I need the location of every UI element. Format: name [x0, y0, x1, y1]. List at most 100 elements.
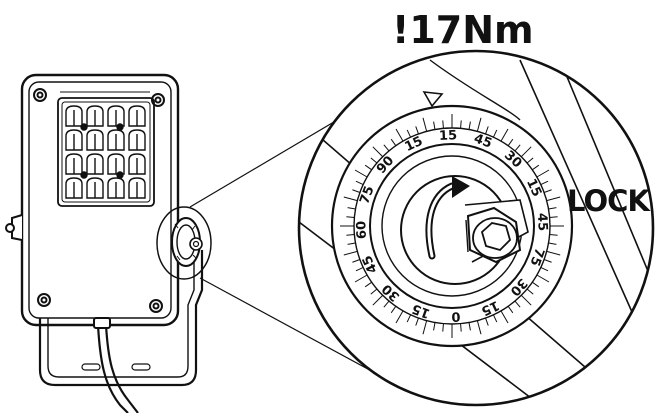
dial-tick	[540, 180, 549, 186]
dial-tick	[354, 169, 368, 178]
dial-tick	[415, 126, 419, 135]
dial-tick	[543, 259, 552, 263]
led-lens	[65, 177, 83, 199]
dial-tick	[531, 281, 540, 288]
dial-tick	[460, 323, 462, 332]
clockwise-arrow-icon	[425, 176, 470, 260]
led-lens	[65, 129, 83, 151]
dial-tick	[543, 189, 552, 193]
dial-tick	[372, 294, 384, 306]
dial-tick	[354, 274, 368, 283]
led-lens-grid	[65, 105, 146, 199]
led-lens	[86, 129, 104, 151]
dial-tick	[468, 121, 471, 130]
triangle-pointer-icon	[422, 91, 444, 108]
dial-tick	[364, 164, 373, 171]
dial-tick	[372, 146, 384, 158]
led-lens	[107, 129, 125, 151]
dial-tick	[460, 120, 462, 129]
dial-tick	[520, 146, 532, 158]
torque-value-label: !17Nm	[392, 8, 534, 52]
dial-tick	[433, 121, 436, 130]
dial-scale-number: 45	[472, 131, 494, 151]
dial-tick	[370, 157, 378, 164]
dial-tick	[370, 288, 378, 295]
dial-tick	[347, 242, 356, 245]
dial-tick	[500, 310, 509, 324]
dial-tick	[383, 144, 390, 152]
led-lens	[128, 177, 146, 199]
led-lens	[86, 153, 104, 175]
bracket-slot	[81, 363, 151, 371]
floodlight-fixture	[5, 73, 212, 414]
dial-tick	[352, 259, 361, 263]
dial-tick	[549, 234, 558, 236]
dial-tick	[500, 128, 509, 142]
led-screw	[80, 171, 88, 179]
led-lens	[65, 105, 83, 127]
dial-scale-number: 15	[410, 300, 432, 320]
lock-label: LOCK	[567, 184, 650, 218]
dial-tick	[549, 216, 558, 218]
dial-tick	[347, 207, 356, 210]
mounting-bracket	[38, 250, 204, 387]
dial-tick	[395, 310, 404, 324]
dial-tick	[485, 317, 489, 326]
dial-tick	[433, 322, 436, 331]
dial-tick	[406, 314, 412, 323]
hex-socket-bolt-icon	[465, 206, 522, 264]
corner-screw-icon	[33, 88, 165, 313]
dial-scale-number: 0	[451, 308, 461, 323]
led-lens	[107, 153, 125, 175]
dial-tick	[422, 320, 428, 335]
dial-tick	[346, 216, 355, 218]
dial-tick	[476, 320, 482, 335]
dial-tick	[507, 305, 514, 314]
dial-tick	[442, 120, 444, 129]
dial-tick	[507, 138, 514, 147]
dial-tick	[540, 266, 549, 272]
led-lens	[128, 129, 146, 151]
dial-tick	[492, 314, 498, 323]
dial-scale-number: 75	[526, 246, 546, 268]
led-screw	[80, 123, 88, 131]
dial-tick	[468, 322, 471, 331]
dial-tick	[395, 128, 404, 142]
power-cable	[96, 324, 129, 414]
zoom-source-circle	[156, 206, 212, 280]
dial-tick	[476, 117, 482, 132]
dial-tick	[526, 288, 534, 295]
led-lens	[107, 105, 125, 127]
dial-tick	[355, 180, 364, 186]
dial-tick	[536, 169, 550, 178]
dial-scale-number: 75	[357, 184, 377, 206]
dial-tick	[514, 300, 521, 308]
led-screw	[116, 123, 124, 131]
dial-tick	[355, 266, 364, 272]
led-lens	[86, 177, 104, 199]
dial-tick	[352, 189, 361, 193]
dial-tick	[415, 317, 419, 326]
dial-tick	[442, 323, 444, 332]
dial-tick	[548, 242, 557, 245]
dial-tick	[546, 250, 561, 256]
dial-tick	[383, 300, 390, 308]
led-lens	[128, 105, 146, 127]
dial-tick	[343, 250, 358, 256]
dial-tick	[526, 157, 534, 164]
dial-tick	[485, 126, 489, 135]
dial-tick	[390, 138, 397, 147]
led-lens	[65, 153, 83, 175]
led-lens	[86, 105, 104, 127]
dial-tick	[546, 196, 561, 202]
dial-tick	[346, 234, 355, 236]
dial-scale-number: 45	[534, 213, 550, 232]
dial-tick	[390, 305, 397, 314]
dial-tick	[531, 164, 540, 171]
dial-tick	[520, 294, 532, 306]
dial-tick	[548, 207, 557, 210]
dial-tick	[422, 117, 428, 132]
side-lock-knob	[171, 217, 203, 267]
